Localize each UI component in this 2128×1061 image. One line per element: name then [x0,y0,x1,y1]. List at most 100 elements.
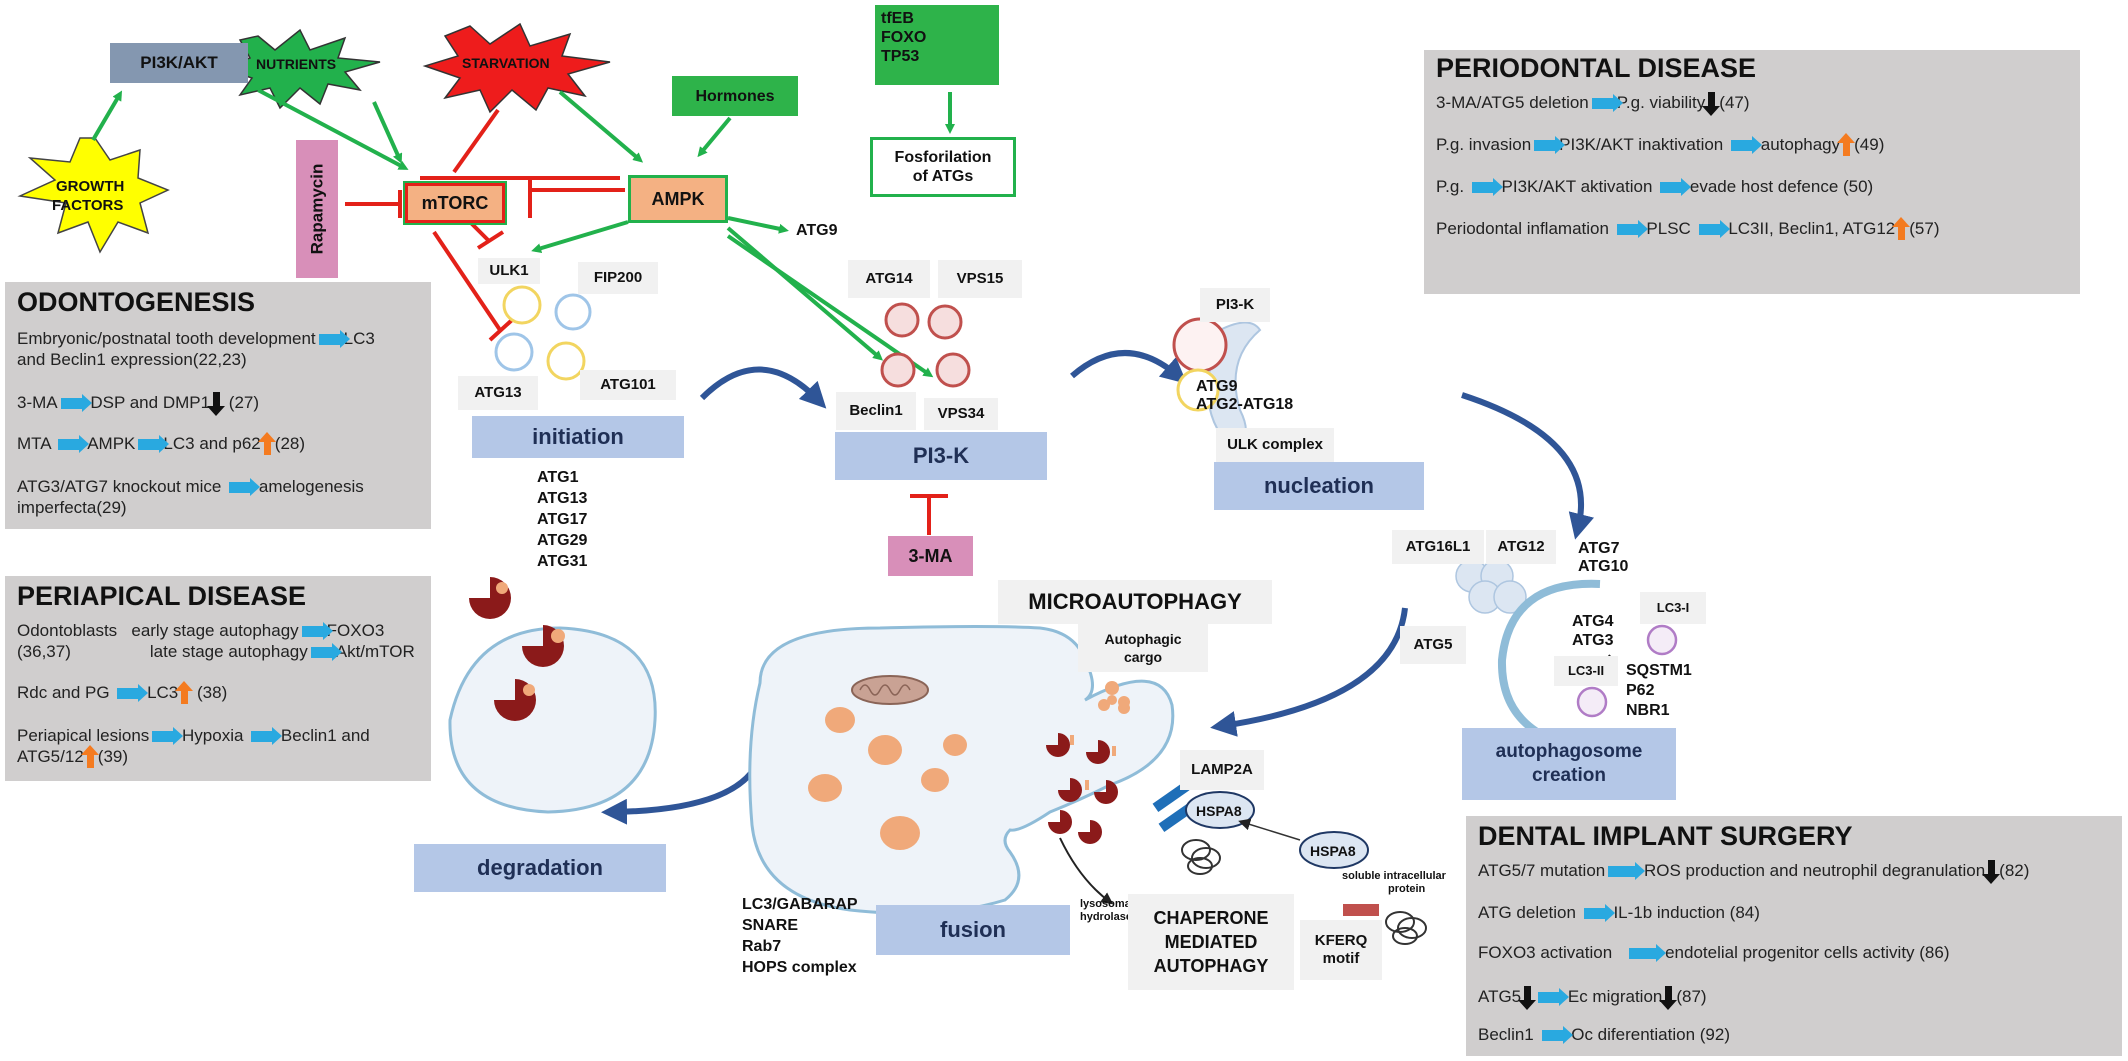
text: evade host defence (50) [1689,177,1874,196]
lysosomal-hydrolases-label-2: hydrolases [1080,911,1139,923]
blue-arrow-icon [1538,988,1570,1007]
growth-factors-label-1: GROWTH [56,178,125,195]
mtorc-box: mTORC [403,181,507,225]
degradation-vesicle [448,626,657,814]
atg12-label: ATG12 [1486,530,1556,564]
autophagic-cargo-line-2: cargo [1123,649,1163,665]
tfeb-label: tfEB [881,10,914,27]
periapical-row-1: Odontoblasts early stage autophagy FOXO3 [17,620,384,641]
text: P.g. viability [1616,93,1706,112]
blue-arrow-icon [1731,136,1762,155]
blue-arrow-icon [1471,178,1503,197]
periodontal-row-4: Periodontal inflamation PLSC LC3II, Becl… [1436,216,1940,240]
initiation-atg-item: ATG1 [537,469,579,486]
pi3k-akt-box: PI3K/AKT [110,43,248,83]
autophagosome-stage-line-1: autophagosome [1495,741,1643,762]
beclin1-label: Beclin1 [836,392,916,430]
implant-row-1: ATG5/7 mutation ROS production and neutr… [1478,859,2029,884]
text: Oc diferentiation (92) [1571,1025,1730,1044]
blue-arrow-icon [1583,904,1615,923]
rapamycin-label: Rapamycin [307,163,327,255]
autophagosome-stage-line-2: creation [1532,765,1606,786]
odontogenesis-title: ODONTOGENESIS [17,287,256,317]
text: FOXO3 [326,621,385,640]
odontogenesis-row-2: 3-MA DSP and DMP1 (27) [17,391,259,416]
text: Hypoxia [182,726,244,745]
blue-arrow-icon [1616,220,1648,239]
blue-arrow-icon [1541,1026,1573,1045]
periapical-row-4: Periapical lesions Hypoxia Beclin1 and [17,725,370,746]
text: ATG3/ATG7 knockout mice [17,477,222,496]
text: amelogenesis [258,477,364,496]
blue-arrow-icon [1698,220,1730,239]
blue-arrow-icon [58,435,90,454]
text: P.g. invasion [1436,135,1532,154]
soluble-protein-label-1: soluble intracellular [1342,870,1446,882]
p62-label: P62 [1626,682,1655,699]
blue-arrow-icon [1591,94,1623,113]
down-arrow-icon [1702,91,1721,116]
text: ROS production and neutrophil degranulat… [1643,861,1986,880]
text: endotelial progenitor cells activity (86… [1665,943,1950,962]
initiation-atg-item: ATG13 [537,490,588,507]
down-arrow-icon [207,391,226,416]
tp53-label: TP53 [881,48,920,65]
blue-arrow-icon [251,727,283,746]
text: (47) [1719,93,1750,112]
ulk-complex-label: ULK complex [1216,428,1334,462]
text: ATG deletion [1478,903,1576,922]
fip200-label: FIP200 [578,262,658,294]
text: early stage autophagy [131,621,299,640]
blue-arrow-icon [1534,136,1566,155]
lysosome-vesicles [808,707,967,850]
autophagosome-stage: autophagosome creation [1462,728,1676,800]
odontogenesis-row-4: ATG3/ATG7 knockout mice amelogenesis [17,476,364,497]
atg7-label: ATG7 [1578,540,1620,557]
micro-cargo [1098,681,1130,711]
atg4-label: ATG4 [1572,613,1614,630]
text: autophagy [1760,135,1841,154]
atg16l1-label: ATG16L1 [1392,530,1484,564]
hormones-label: Hormones [695,87,775,105]
text: (28) [274,434,306,453]
text: LC3II, Beclin1, ATG12 [1728,219,1896,238]
pi3k-stage: PI3-K [835,432,1047,480]
atg16l1-complex [1455,559,1527,614]
up-arrow-icon [1837,132,1856,156]
rapamycin-box: Rapamycin [296,140,338,278]
text: PLSC [1646,219,1691,238]
periapical-row-5: ATG5/12(39) [17,744,128,768]
lysosome-cargo [1046,733,1118,844]
lamp2a-label: LAMP2A [1180,750,1264,790]
text: Rdc and PG [17,683,110,702]
inhibition-lines [345,108,948,535]
dental-implant-panel: DENTAL IMPLANT SURGERY ATG5/7 mutation R… [1466,816,2122,1056]
text: IL-1b induction (84) [1613,903,1760,922]
atg101-label: ATG101 [580,370,676,400]
blue-arrow-icon [1608,862,1646,881]
text: (38) [197,683,228,702]
blue-arrow-icon [152,727,184,746]
kferq-line-2: motif [1322,950,1360,967]
ampk-label: AMPK [651,188,705,209]
starvation-label: STARVATION [462,55,550,71]
text: ATG5/12 [17,747,84,766]
text: (87) [1676,987,1707,1006]
fosforilation-label-2: of ATGs [912,168,974,185]
nbr1-label: NBR1 [1626,702,1670,719]
transcription-factors-box: tfEB FOXO TP53 [875,5,999,85]
blue-arrow-icon [60,394,92,413]
text: (57) [1909,219,1940,238]
blue-arrow-icon [310,643,342,662]
kferq-line-1: KFERQ [1314,932,1368,949]
text: Odontoblasts [17,621,118,640]
lc3-ii-vesicle [1576,686,1608,718]
cma-line-2: MEDIATED [1164,932,1258,952]
lc3-i-label: LC3-I [1640,592,1706,624]
atg14-label: ATG14 [848,260,930,298]
text: Periodontal inflamation [1436,219,1609,238]
3ma-box: 3-MA [888,536,973,576]
degradation-stage: degradation [414,844,666,892]
